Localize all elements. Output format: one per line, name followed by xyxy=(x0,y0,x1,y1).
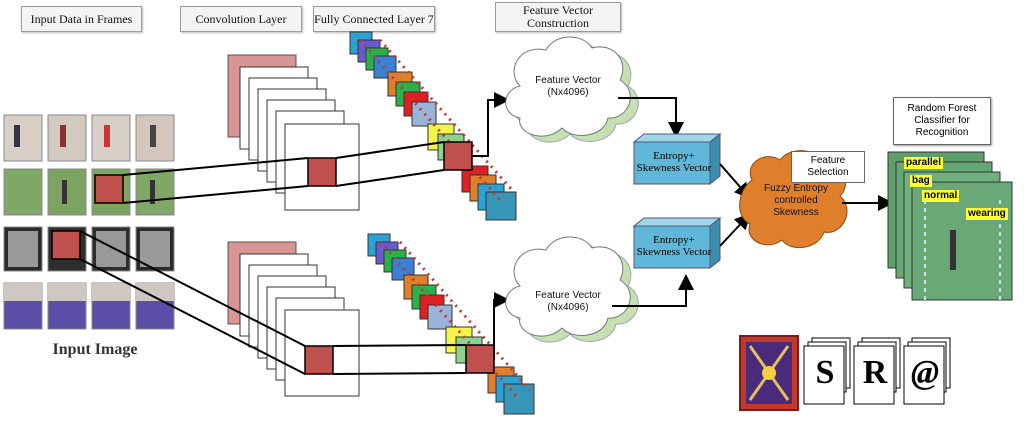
cloud-top xyxy=(505,36,639,143)
cloud-top-label: Feature Vector (Nx4096) xyxy=(520,75,616,99)
fc-patch-bottom xyxy=(465,344,495,374)
cloud-top-line2: (Nx4096) xyxy=(547,87,589,98)
logo-emblem xyxy=(739,335,799,411)
output-tag-wearing: wearing xyxy=(966,208,1008,220)
feature-selection-box: Feature Selection xyxy=(791,151,865,183)
input-patch-bottom xyxy=(51,230,81,260)
cloud-bottom-line1: Feature Vector xyxy=(535,290,601,301)
entropy-top-line2: Skewness Vector xyxy=(636,162,712,174)
logo-letter-s: S xyxy=(815,354,835,391)
input-patch-top xyxy=(94,174,124,204)
cloud-bottom-label: Feature Vector (Nx4096) xyxy=(520,290,616,314)
header-fv-line1: Feature Vector xyxy=(522,3,594,17)
fc-cloud-arrows xyxy=(472,92,510,359)
cloud-top-line1: Feature Vector xyxy=(535,75,601,86)
conv-stack-top xyxy=(227,54,360,211)
classifier-line2: Classifier for xyxy=(914,115,970,126)
input-conv-lines xyxy=(79,157,309,375)
logo-letter-r: R xyxy=(862,354,888,391)
feature-selection-line2: Selection xyxy=(807,167,849,178)
cloud-bottom-line2: (Nx4096) xyxy=(547,302,589,313)
entropy-bottom-label: Entropy+ Skewness Vector xyxy=(632,234,716,258)
output-tag-normal: normal xyxy=(922,190,960,202)
header-fully-connected-layer: Fully Connected Layer 7 xyxy=(313,6,435,32)
conv-patch-bottom xyxy=(304,345,334,375)
feature-selection-line1: Feature xyxy=(810,155,846,166)
header-fv-line2: Construction xyxy=(527,16,589,30)
output-tag-bag: bag xyxy=(910,175,932,187)
input-image-label: Input Image xyxy=(52,341,138,358)
entropy-top-label: Entropy+ Skewness Vector xyxy=(632,150,716,174)
input-frames-grid xyxy=(3,114,175,330)
classifier-box: Random Forest Classifier for Recognition xyxy=(893,97,991,145)
logo-letter-at: @ xyxy=(910,354,940,391)
header-input-data: Input Data in Frames xyxy=(21,6,142,32)
cloud-entropy-arrows xyxy=(612,97,694,307)
entropy-bottom-line2: Skewness Vector xyxy=(636,246,712,258)
logo-cards xyxy=(803,337,951,405)
fuzzy-line2: controlled xyxy=(774,195,818,206)
fc-patch-top xyxy=(443,141,473,171)
fuzzy-line3: Skewness xyxy=(773,207,819,218)
classifier-line1: Random Forest xyxy=(907,103,977,114)
classifier-line3: Recognition xyxy=(915,127,969,138)
fc-stack-bottom xyxy=(367,233,535,415)
entropy-box-bottom-shape xyxy=(632,216,722,270)
output-frames xyxy=(887,151,1013,301)
header-convolution-layer: Convolution Layer xyxy=(180,6,302,32)
conv-patch-top xyxy=(307,157,337,187)
conv-fc-lines xyxy=(332,141,467,375)
entropy-bottom-line1: Entropy+ xyxy=(653,234,695,246)
header-feature-vector-construction: Feature Vector Construction xyxy=(495,2,621,32)
fc-stack-top xyxy=(349,31,517,221)
fuzzy-label: Fuzzy Entropy controlled Skewness xyxy=(748,183,844,219)
entropy-box-top-shape xyxy=(632,132,722,186)
fuzzy-line1: Fuzzy Entropy xyxy=(764,183,828,194)
output-tag-parallel: parallel xyxy=(904,157,944,169)
cloud-bottom xyxy=(505,236,639,343)
conv-stack-bottom xyxy=(227,241,360,397)
entropy-top-line1: Entropy+ xyxy=(653,150,695,162)
